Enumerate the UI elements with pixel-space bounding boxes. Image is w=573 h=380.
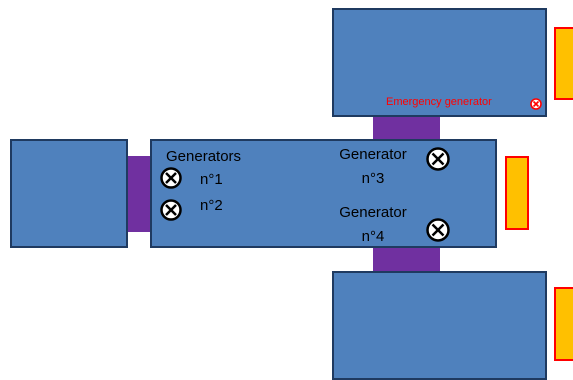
emergency-generator-icon [530,98,542,110]
generator-3-label: n°3 [361,170,385,187]
connector-top [373,117,440,139]
bottom-right-block [332,271,547,380]
generator-4-icon [426,218,450,242]
panel-bottom [554,287,573,361]
connector-left [128,156,150,232]
panel-middle [505,156,529,230]
generator-1-label: n°1 [200,171,223,188]
generator-2-icon [160,199,182,221]
generator-3-icon [426,147,450,171]
emergency-generator-label: Emergency generator [386,96,492,108]
left-block [10,139,128,248]
generator-3-title: Generator [339,146,407,163]
panel-top [554,27,573,100]
top-right-block [332,8,547,117]
generators-1-2-title: Generators [166,148,242,165]
generator-2-label: n°2 [200,197,223,214]
generator-4-title: Generator [339,204,407,221]
generator-4-label: n°4 [361,228,385,245]
connector-bottom [373,248,440,271]
generator-1-icon [160,167,182,189]
